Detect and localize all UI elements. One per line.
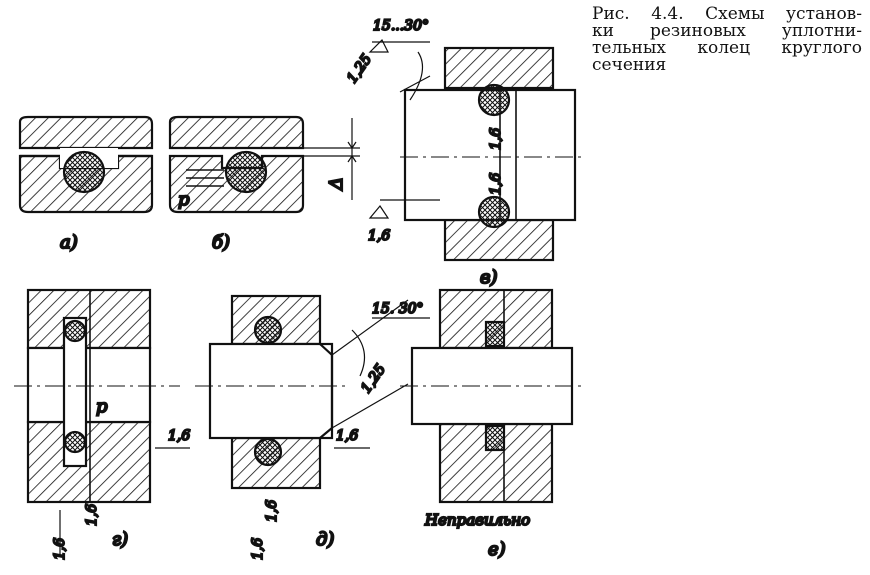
label-wrong: Неправильно [424, 511, 530, 529]
scheme-g [14, 288, 190, 555]
figure-caption: Рис. 4.4. Схемы установ- ки резиновых уп… [592, 6, 862, 74]
caption-line-3: тельных колец круглого [592, 38, 862, 58]
dim-rough-v2: 1,6 [488, 128, 504, 150]
scheme-e [400, 288, 585, 504]
scheme-d [195, 294, 430, 490]
label-g: г) [112, 529, 128, 550]
dim-rough-v3: 1,6 [488, 173, 504, 195]
dim-rough-v1: 1,25 [344, 52, 375, 87]
label-delta: Δ [326, 177, 347, 191]
caption-line-1: Рис. 4.4. Схемы установ- [592, 4, 862, 24]
label-p-b: p [178, 189, 190, 210]
label-v: в) [480, 267, 498, 288]
dim-rough-g3: 1,6 [52, 538, 68, 560]
scheme-v [368, 38, 585, 262]
label-a: а) [60, 232, 78, 253]
scheme-b [168, 115, 360, 214]
scheme-a [18, 115, 154, 214]
dim-rough-d3: 1,6 [264, 500, 280, 522]
label-p-g: p [96, 396, 108, 417]
dim-angle-d: 15. 30° [372, 301, 424, 317]
label-b: б) [212, 232, 230, 253]
dim-rough-d4: 1,6 [250, 538, 266, 560]
dim-rough-d2: 1,6 [336, 428, 358, 444]
dim-rough-g1: 1,6 [168, 428, 190, 444]
label-e: е) [488, 539, 506, 560]
caption-line-2: ки резиновых уплотни- [592, 21, 862, 41]
dim-rough-g2: 1,6 [84, 504, 100, 526]
label-d: д) [316, 529, 334, 550]
dim-rough-v4: 1,6 [368, 228, 390, 244]
caption-line-4: сечения [592, 55, 667, 75]
dim-angle-v: 15...30° [373, 18, 429, 34]
